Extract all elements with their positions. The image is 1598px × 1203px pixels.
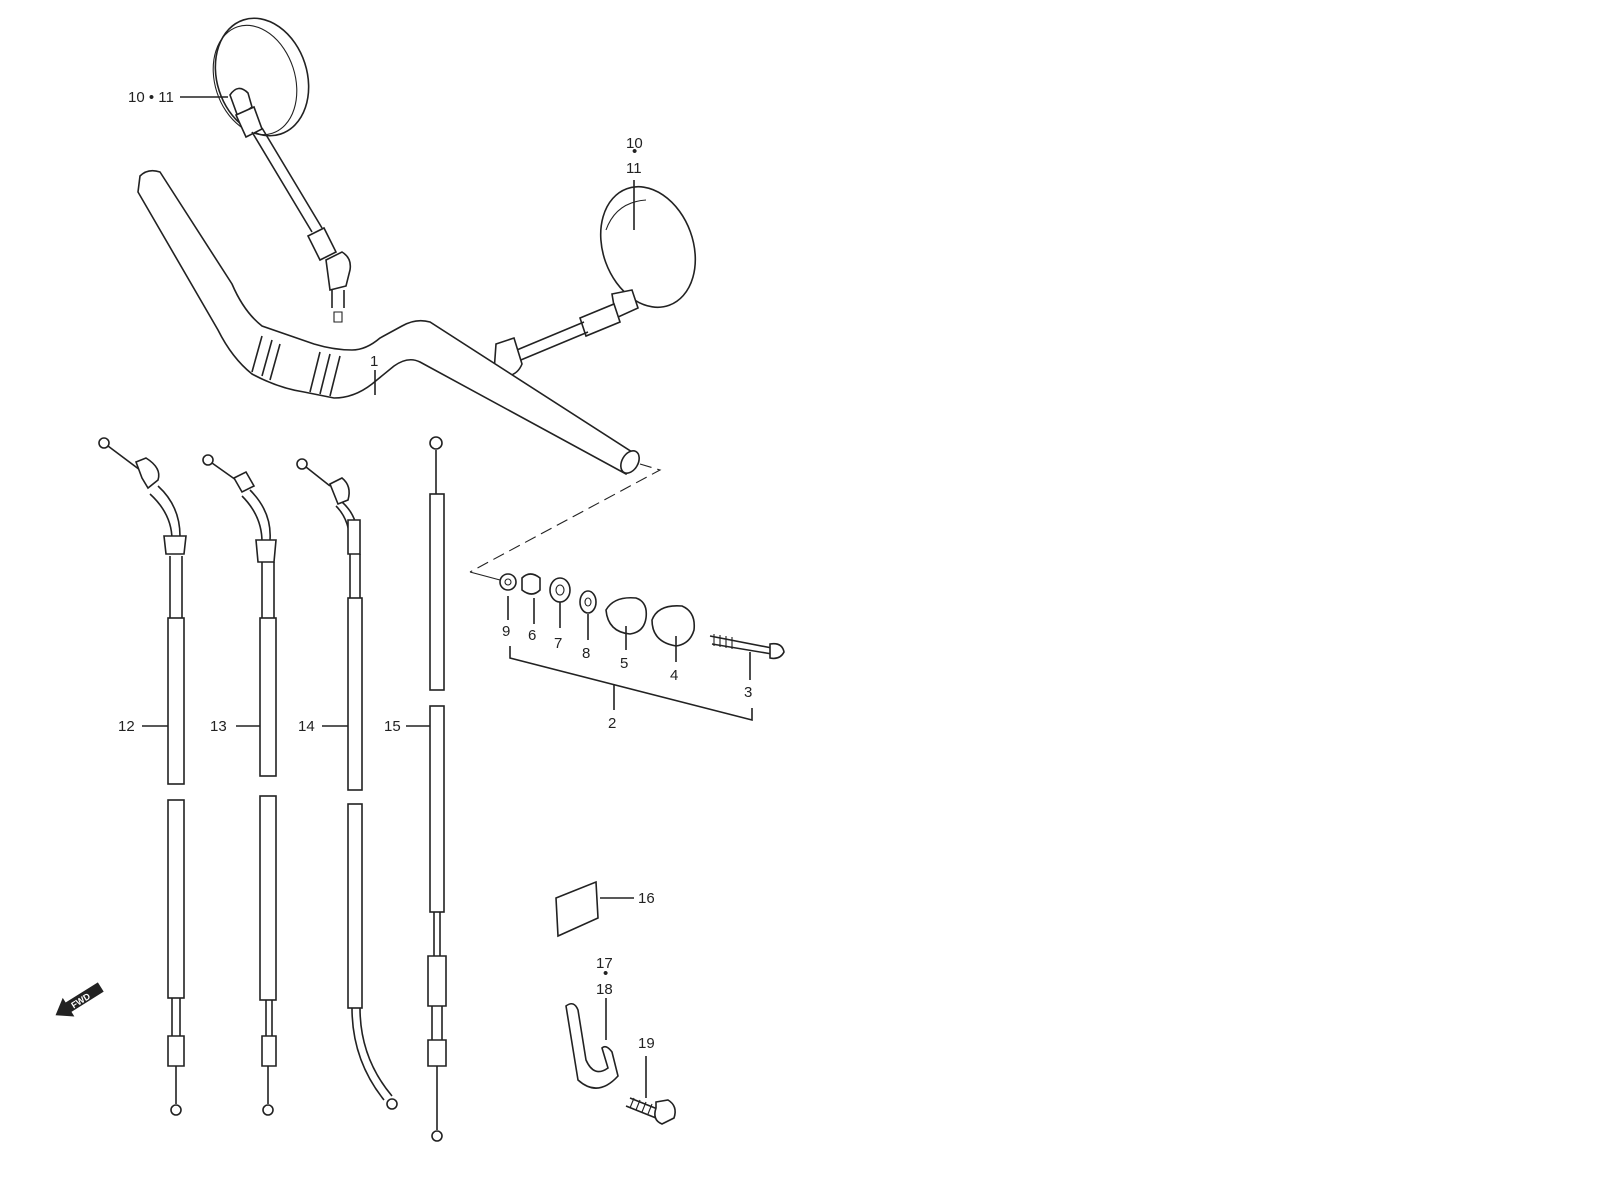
label-18: 18 [596, 981, 613, 998]
label-16: 16 [638, 890, 655, 907]
right-mirror [493, 185, 697, 393]
label-12: 12 [118, 718, 135, 735]
label-8: 8 [582, 645, 590, 662]
label-10-right: 10 [626, 135, 643, 152]
part-5-weight [605, 596, 648, 635]
label-1: 1 [370, 353, 378, 370]
label-17: 17 [596, 955, 613, 972]
label-15: 15 [384, 718, 401, 735]
part-6-collar [521, 573, 541, 595]
part-19-bolt [625, 1097, 676, 1125]
bracket-2 [509, 646, 753, 722]
cable-13 [202, 454, 277, 1116]
label-6: 6 [528, 627, 536, 644]
label-2: 2 [608, 715, 616, 732]
cable-12 [98, 437, 187, 1116]
left-mirror [212, 17, 352, 323]
label-dot-17-18: • [603, 965, 608, 982]
label-dot-right: • [632, 143, 637, 160]
part-16-label [555, 880, 599, 938]
cable-14 [296, 458, 398, 1110]
guide-end [469, 571, 501, 581]
label-4: 4 [670, 667, 678, 684]
cable-15 [427, 436, 447, 1142]
label-5: 5 [620, 655, 628, 672]
guide-dashed-line [469, 463, 662, 573]
part-8-washer [579, 590, 597, 614]
label-14: 14 [298, 718, 315, 735]
fwd-arrow-icon: FWD [55, 982, 104, 1017]
part-9-nut [499, 573, 517, 591]
part-17-18-clamp [565, 1002, 619, 1089]
part-7-rubber [549, 577, 571, 603]
label-9: 9 [502, 623, 510, 640]
handlebar [137, 169, 640, 475]
label-19: 19 [638, 1035, 655, 1052]
label-11-right: 11 [626, 160, 642, 177]
label-13: 13 [210, 718, 227, 735]
label-10-11-left: 10 • 11 [128, 89, 174, 106]
label-3: 3 [744, 684, 752, 701]
part-3-screw-head [769, 642, 785, 660]
label-7: 7 [554, 635, 562, 652]
bar-end-assembly [499, 573, 785, 660]
part-4-weight [651, 604, 696, 647]
